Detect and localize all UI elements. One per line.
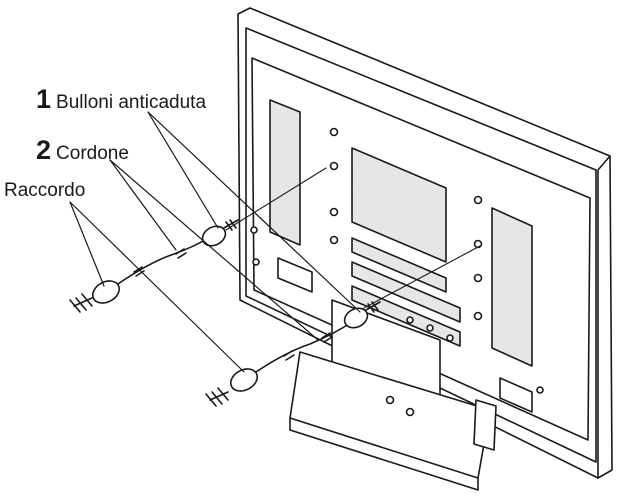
guide-lines: [225, 167, 481, 309]
stand-screw: [405, 407, 415, 417]
leader-fitting-2: [69, 201, 245, 373]
screw-thread: [69, 293, 93, 313]
cord-crimp: [133, 266, 145, 277]
hole: [536, 386, 544, 394]
hole: [329, 127, 339, 137]
bolt-thread: [223, 219, 239, 231]
tv-slot-1: [351, 237, 447, 293]
hole: [329, 207, 339, 217]
cord-line: [117, 235, 213, 285]
tv-center-panel: [351, 147, 447, 263]
tv-mount-holes: [250, 127, 544, 394]
cord-crimp: [175, 248, 187, 259]
label-text: Bulloni anticaduta: [56, 92, 207, 113]
tv-vent-right: [491, 207, 533, 367]
tv-vent-left: [269, 99, 301, 246]
label-number: 1: [36, 84, 52, 114]
cord-crimp: [321, 332, 333, 343]
tv-stand: [289, 299, 497, 491]
hole: [329, 161, 339, 171]
leader-cord-2: [109, 159, 319, 341]
hole: [426, 324, 434, 332]
screw-thread: [205, 387, 229, 407]
bolt-loop: [343, 307, 369, 329]
guide-line: [225, 167, 327, 231]
leader-lines: [69, 111, 361, 373]
hole: [473, 273, 483, 283]
tv-frame-edge: [597, 155, 611, 479]
hole: [446, 334, 454, 342]
fitting-loop: [91, 280, 121, 304]
cord-line: [255, 321, 353, 373]
stand-bracket: [473, 399, 497, 451]
leader-cord-1: [109, 159, 177, 251]
tv-slot-3: [351, 285, 461, 347]
cord-assembly-upper: [69, 219, 239, 313]
stand-screw: [385, 395, 395, 405]
tv-speaker-left: [277, 257, 313, 293]
cord-crimp: [283, 350, 295, 361]
cord-assembly-lower: [205, 301, 381, 407]
hole: [473, 311, 483, 321]
label-text: Cordone: [56, 143, 129, 164]
tv-panel: [237, 7, 613, 479]
label-number: 2: [36, 135, 52, 165]
leader-fitting-1: [69, 201, 105, 287]
fitting-loop: [229, 368, 259, 392]
hole: [252, 258, 260, 266]
tv-speaker-right: [499, 377, 533, 413]
label-fitting: Raccordo: [4, 180, 86, 201]
hole: [250, 226, 258, 234]
leader-bolts-1: [147, 111, 219, 229]
guide-line: [363, 245, 481, 309]
hole: [473, 195, 483, 205]
bolt-thread: [365, 301, 381, 313]
hole: [406, 316, 414, 324]
hole: [329, 235, 339, 245]
bolt-loop: [201, 225, 227, 247]
tv-slot-2: [351, 261, 461, 323]
leader-bolts-2: [147, 111, 361, 313]
stand-base-edge: [289, 417, 479, 491]
